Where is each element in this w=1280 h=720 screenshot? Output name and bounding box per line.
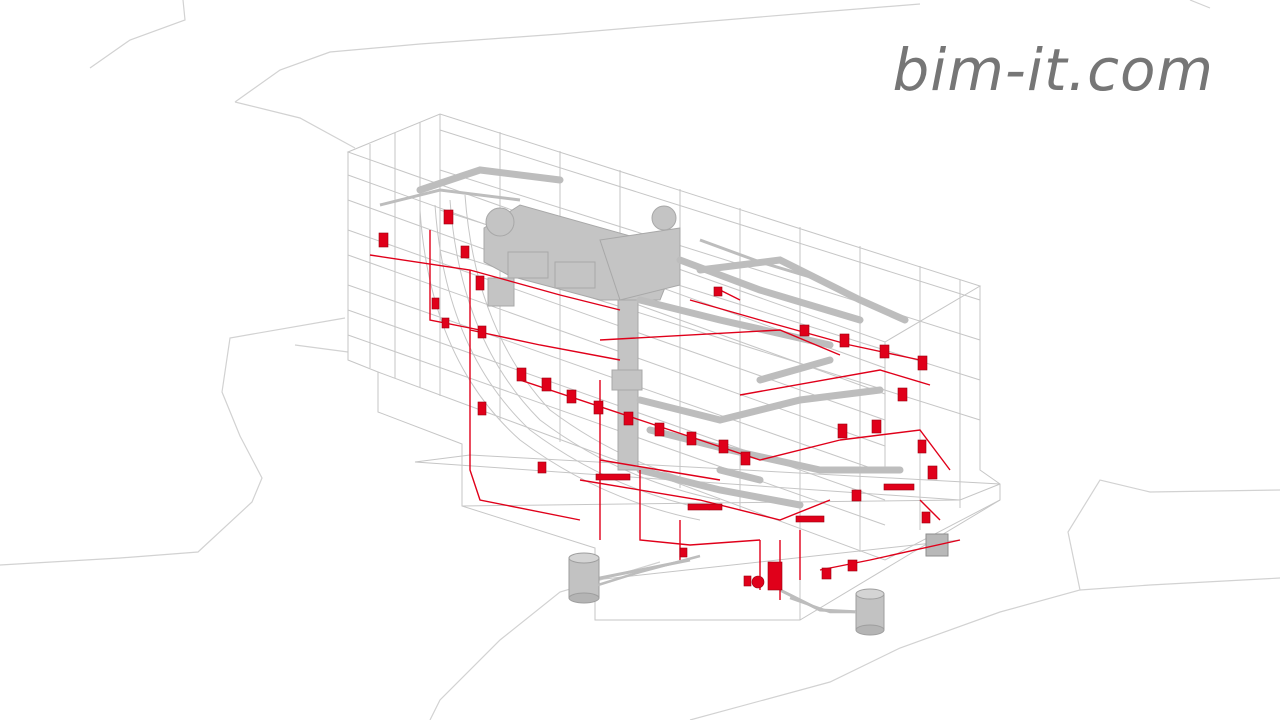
tank-connection-pipes bbox=[597, 554, 856, 614]
hvac-equipment bbox=[483, 204, 681, 471]
storage-tank-left bbox=[568, 552, 600, 604]
fire-protection-piping bbox=[369, 230, 961, 600]
watermark-logo-text: bim-it.com bbox=[892, 36, 1214, 104]
storage-tank-right bbox=[855, 588, 885, 636]
fire-protection-devices bbox=[378, 209, 938, 591]
